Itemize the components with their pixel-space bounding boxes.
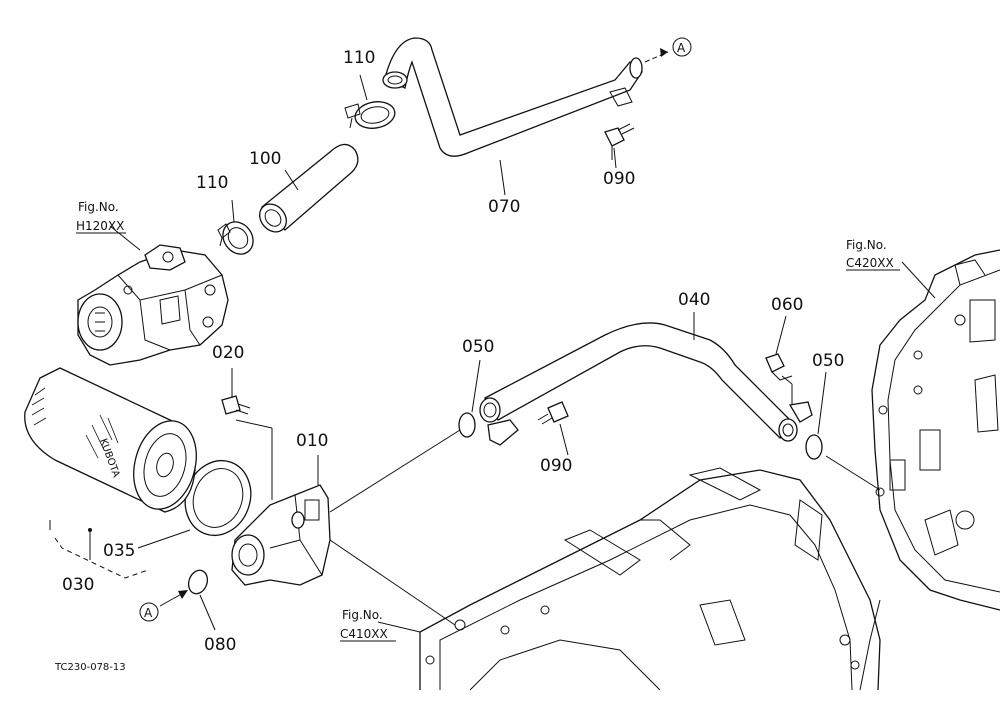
clamp-110-top bbox=[344, 101, 396, 129]
fig-ref-c410: Fig.No. C410XX bbox=[340, 608, 396, 642]
fig-ref-c410-code: C410XX bbox=[340, 627, 388, 641]
label-090-top: 090 bbox=[603, 169, 635, 189]
bolt-060 bbox=[765, 353, 793, 381]
label-010: 010 bbox=[296, 431, 328, 451]
drawing-code: TC230-078-13 bbox=[54, 662, 126, 673]
label-110-top: 110 bbox=[343, 48, 375, 68]
label-090-mid: 090 bbox=[540, 456, 572, 476]
label-060: 060 bbox=[771, 295, 803, 315]
leader-lines bbox=[49, 74, 936, 633]
bolt-090-top bbox=[604, 123, 635, 160]
fig-ref-h120: Fig.No. H120XX bbox=[76, 200, 126, 234]
arrow-marker-top: A bbox=[644, 37, 692, 63]
label-070: 070 bbox=[488, 197, 520, 217]
fig-ref-c420-code: C420XX bbox=[846, 256, 894, 270]
fig-ref-c420-title: Fig.No. bbox=[846, 238, 887, 252]
hydraulic-pump bbox=[77, 244, 229, 366]
label-030: 030 bbox=[62, 575, 94, 595]
pipe-040 bbox=[479, 322, 813, 446]
o-ring-050-right bbox=[805, 434, 823, 460]
pipe-070 bbox=[382, 37, 643, 157]
label-110-left: 110 bbox=[196, 173, 228, 193]
fig-ref-h120-code: H120XX bbox=[76, 219, 124, 233]
o-ring-080 bbox=[187, 569, 209, 595]
filter-head-010 bbox=[231, 484, 331, 586]
bolt-020 bbox=[221, 395, 251, 415]
fig-ref-h120-title: Fig.No. bbox=[78, 200, 119, 214]
bolt-090-mid bbox=[537, 401, 569, 425]
arrow-marker-top-label: A bbox=[677, 41, 686, 55]
hose-100 bbox=[259, 143, 359, 233]
oil-filter-030: KUBOTA bbox=[24, 367, 197, 513]
front-housing bbox=[871, 249, 1000, 611]
fig-ref-c410-title: Fig.No. bbox=[342, 608, 383, 622]
transmission-case bbox=[419, 467, 881, 691]
label-040: 040 bbox=[678, 290, 710, 310]
label-050-left: 050 bbox=[462, 337, 494, 357]
label-050-right: 050 bbox=[812, 351, 844, 371]
label-080: 080 bbox=[204, 635, 236, 655]
label-035: 035 bbox=[103, 541, 135, 561]
arrow-marker-bottom-label: A bbox=[144, 606, 153, 620]
label-100: 100 bbox=[249, 149, 281, 169]
fig-ref-c420: Fig.No. C420XX bbox=[846, 238, 900, 271]
clamp-110-left bbox=[217, 221, 254, 255]
arrow-marker-bottom: A bbox=[139, 590, 188, 622]
o-ring-050-left bbox=[458, 412, 476, 438]
label-020: 020 bbox=[212, 343, 244, 363]
